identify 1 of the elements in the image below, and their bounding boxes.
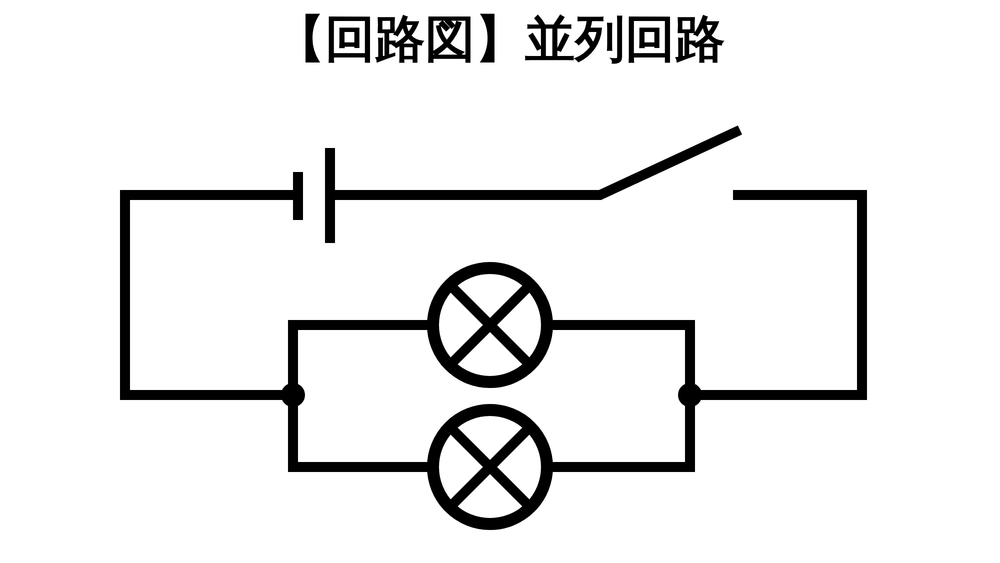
title: 【回路図】並列回路 [274,9,726,70]
